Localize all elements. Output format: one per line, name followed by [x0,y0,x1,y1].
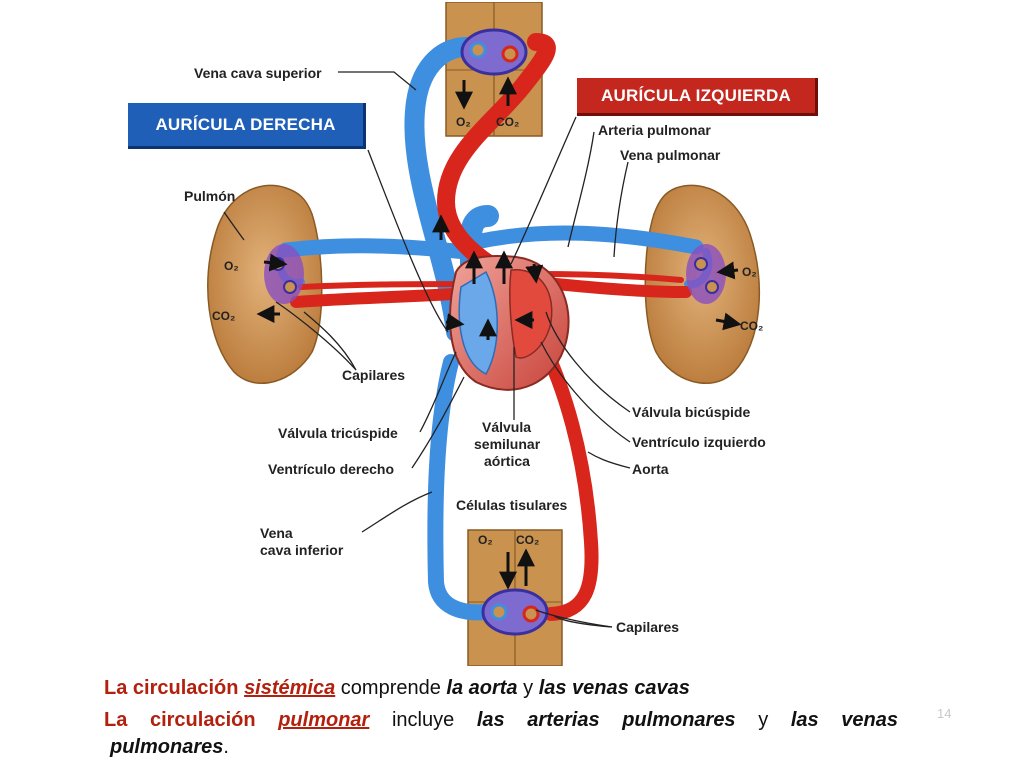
label-ventriculo-derecho: Ventrículo derecho [268,461,394,477]
label-celulas-tisulares: Células tisulares [456,497,567,513]
auricula-izquierda-box: AURÍCULA IZQUIERDA [577,78,818,116]
label-valvula-semilunar-2: semilunar [474,436,541,452]
page-number: 14 [937,706,952,721]
o2-label-bottom: O₂ [478,533,493,547]
label-aorta: Aorta [632,461,669,477]
caption-1-item-1: la aorta [446,677,518,699]
label-valvula-tricuspide: Válvula tricúspide [278,425,398,441]
co2-label-bottom: CO₂ [516,533,539,547]
caption-2-prefix: La circulación [104,709,279,731]
capillary-bed-bottom [481,588,549,636]
co2-label-lung-right: CO₂ [212,309,235,323]
caption-line-3: pulmonares. [110,733,910,761]
label-valvula-bicuspide: Válvula bicúspide [632,404,750,420]
caption-2-item-1: las arterias pulmonares [476,709,736,731]
label-valvula-semilunar-3: aórtica [484,453,530,469]
caption-2-verb: incluye [369,709,477,731]
caption-1-conj: y [517,677,539,699]
capillary-bed-lung-right [264,244,304,304]
caption-1-verb: comprende [335,677,447,699]
label-ventriculo-izquierdo: Ventrículo izquierdo [632,434,766,450]
label-capilares-pulmon: Capilares [342,367,405,383]
label-vena-pulmonar: Vena pulmonar [620,147,721,163]
label-pulmon: Pulmón [184,188,235,204]
caption-line-2: La circulación pulmonar incluye las arte… [104,706,898,734]
flow-arrows [256,76,742,590]
caption-2-item-2: las venas [790,709,898,731]
caption-1-item-2: las venas cavas [538,677,690,699]
caption-1-term: sistémica [244,677,336,699]
label-capilares-tejido: Capilares [616,619,679,635]
caption-2-term: pulmonar [278,709,370,731]
leader-lines [223,71,631,628]
caption-3-period: . [223,736,229,758]
o2-label-lung-right: O₂ [224,259,239,273]
capillary-bed-lung-left [686,244,726,304]
label-vena-cava-superior: Vena cava superior [194,65,322,81]
lung-right [207,184,323,385]
caption-2-conj: y [735,709,791,731]
co2-label-lung-left: CO₂ [740,319,763,333]
label-valvula-semilunar-1: Válvula [482,419,531,435]
label-vena-cava-inferior-1: Vena [260,525,293,541]
caption-3-item: pulmonares [110,736,224,758]
co2-label-top: CO₂ [496,115,519,129]
blue-vessels [275,37,713,621]
capillary-bed-top [460,28,528,76]
tissue-block-bottom [467,529,563,666]
o2-label-top: O₂ [456,115,471,129]
label-arteria-pulmonar: Arteria pulmonar [598,122,711,138]
label-vena-cava-inferior-2: cava inferior [260,542,344,558]
caption-1-prefix: La circulación [104,677,245,699]
auricula-derecha-box: AURÍCULA DERECHA [128,103,366,149]
o2-label-lung-left: O₂ [742,265,757,279]
caption-line-1: La circulación sistémica comprende la ao… [104,674,904,702]
